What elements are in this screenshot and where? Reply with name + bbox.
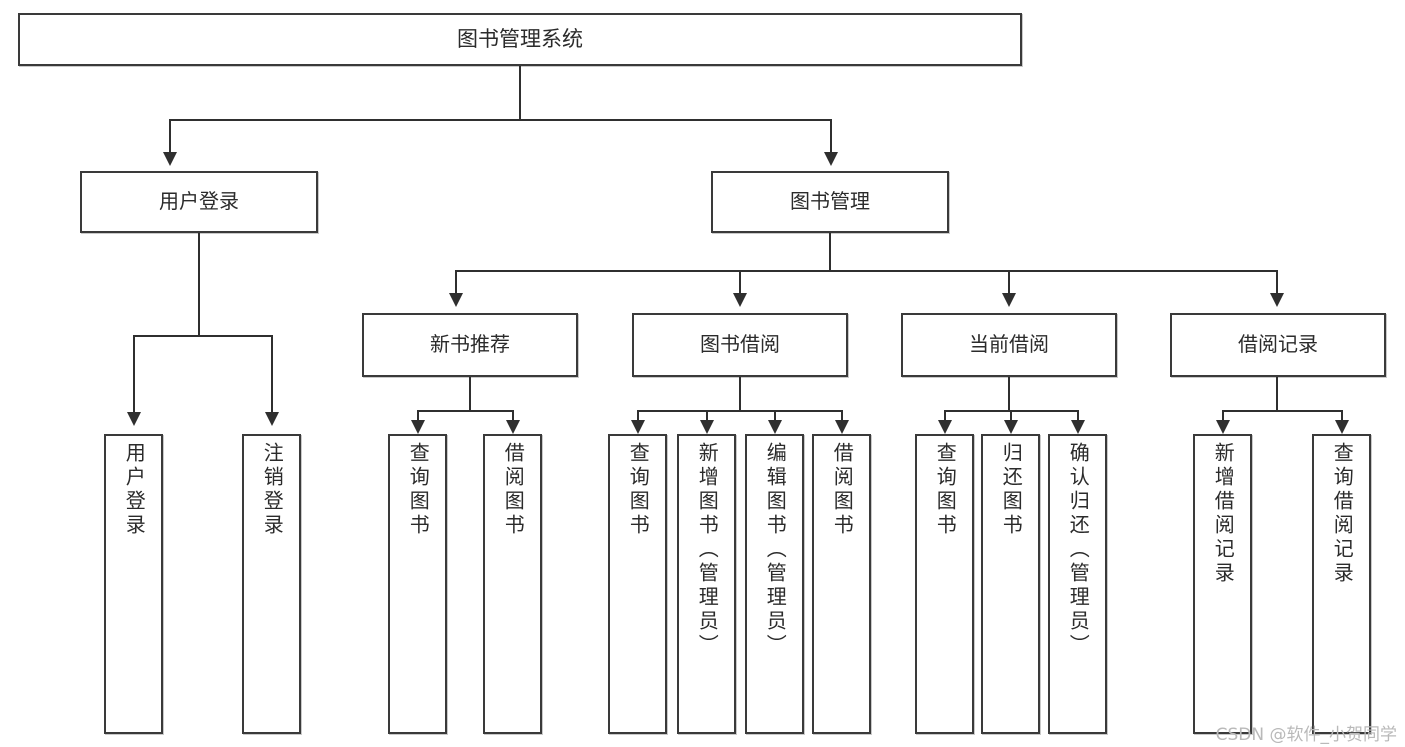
arrow-icon-br-leaf-1 <box>1335 420 1349 434</box>
node-label: 确认归还（管理员） <box>1066 442 1091 658</box>
arrow-icon-bb-leaf-1 <box>700 420 714 434</box>
node-label: 查询借阅记录 <box>1330 442 1355 586</box>
connector-book-management-bar <box>455 270 1276 272</box>
node-label: 归还图书 <box>999 442 1024 538</box>
connector-book-management-stem <box>829 233 831 271</box>
connector-root-to-book-management <box>830 119 832 153</box>
arrow-icon-lvl3-3 <box>1270 293 1284 307</box>
connector-cb-to-leaf-1 <box>1010 410 1012 422</box>
leaf-current-borrow-0[interactable]: 查询图书 <box>915 434 974 734</box>
node-label: 借阅记录 <box>1238 332 1318 357</box>
connector-bb-stem <box>739 377 741 411</box>
leaf-user-login-0[interactable]: 用户登录 <box>104 434 163 734</box>
leaf-new-book-recommend-0[interactable]: 查询图书 <box>388 434 447 734</box>
connector-br-bar <box>1222 410 1342 412</box>
node-label: 查询图书 <box>406 442 431 538</box>
node-label: 用户登录 <box>159 189 239 214</box>
connector-bm-to-lvl3-1 <box>739 270 741 294</box>
arrow-icon-cb-leaf-1 <box>1004 420 1018 434</box>
connector-root-bar <box>169 119 831 121</box>
connector-nbr-bar <box>417 410 513 412</box>
arrow-icon-br-leaf-0 <box>1216 420 1230 434</box>
node-borrow-record[interactable]: 借阅记录 <box>1170 313 1386 377</box>
node-label: 当前借阅 <box>969 332 1049 357</box>
connector-root-stem <box>519 66 521 120</box>
connector-bb-to-leaf-1 <box>706 410 708 422</box>
leaf-borrow-record-1[interactable]: 查询借阅记录 <box>1312 434 1371 734</box>
arrow-icon-user-login-leaf-1 <box>265 412 279 426</box>
leaf-new-book-recommend-1[interactable]: 借阅图书 <box>483 434 542 734</box>
node-label: 借阅图书 <box>501 442 526 538</box>
connector-bm-to-lvl3-0 <box>455 270 457 294</box>
node-user-login[interactable]: 用户登录 <box>80 171 318 233</box>
arrow-icon-user-login-leaf-0 <box>127 412 141 426</box>
connector-nbr-to-leaf-1 <box>512 410 514 422</box>
arrow-icon-bb-leaf-3 <box>835 420 849 434</box>
arrow-icon-nbr-leaf-1 <box>506 420 520 434</box>
leaf-book-borrow-0[interactable]: 查询图书 <box>608 434 667 734</box>
connector-bm-to-lvl3-2 <box>1008 270 1010 294</box>
arrow-icon-lvl3-0 <box>449 293 463 307</box>
connector-user-login-bar <box>133 335 272 337</box>
arrow-icon-bb-leaf-2 <box>768 420 782 434</box>
node-label: 查询图书 <box>933 442 958 538</box>
node-label: 借阅图书 <box>830 442 855 538</box>
connector-cb-to-leaf-2 <box>1077 410 1079 422</box>
arrow-icon-nbr-leaf-0 <box>411 420 425 434</box>
arrow-icon-root-to-book-management <box>824 152 838 166</box>
node-new-book-recommend[interactable]: 新书推荐 <box>362 313 578 377</box>
node-label: 新增图书（管理员） <box>695 442 720 658</box>
connector-br-stem <box>1276 377 1278 411</box>
connector-br-to-leaf-1 <box>1341 410 1343 422</box>
leaf-current-borrow-1[interactable]: 归还图书 <box>981 434 1040 734</box>
arrow-icon-bb-leaf-0 <box>631 420 645 434</box>
connector-bm-to-lvl3-3 <box>1276 270 1278 294</box>
connector-bb-to-leaf-2 <box>774 410 776 422</box>
connector-user-login-to-leaf-0 <box>133 335 135 413</box>
node-book-management[interactable]: 图书管理 <box>711 171 949 233</box>
connector-br-to-leaf-0 <box>1222 410 1224 422</box>
arrow-icon-lvl3-2 <box>1002 293 1016 307</box>
node-root-book-management-system[interactable]: 图书管理系统 <box>18 13 1022 66</box>
leaf-borrow-record-0[interactable]: 新增借阅记录 <box>1193 434 1252 734</box>
arrow-icon-cb-leaf-0 <box>938 420 952 434</box>
node-book-borrow[interactable]: 图书借阅 <box>632 313 848 377</box>
node-label: 新增借阅记录 <box>1211 442 1236 586</box>
connector-bb-to-leaf-3 <box>841 410 843 422</box>
node-label: 图书管理系统 <box>457 27 583 52</box>
leaf-user-login-1[interactable]: 注销登录 <box>242 434 301 734</box>
connector-user-login-stem <box>198 233 200 336</box>
arrow-icon-root-to-user-login <box>163 152 177 166</box>
node-label: 注销登录 <box>260 442 285 538</box>
connector-root-to-user-login <box>169 119 171 153</box>
node-label: 查询图书 <box>626 442 651 538</box>
arrow-icon-lvl3-1 <box>733 293 747 307</box>
node-label: 新书推荐 <box>430 332 510 357</box>
leaf-book-borrow-3[interactable]: 借阅图书 <box>812 434 871 734</box>
leaf-book-borrow-1[interactable]: 新增图书（管理员） <box>677 434 736 734</box>
connector-cb-stem <box>1008 377 1010 411</box>
connector-cb-to-leaf-0 <box>944 410 946 422</box>
node-label: 图书借阅 <box>700 332 780 357</box>
node-label: 图书管理 <box>790 189 870 214</box>
connector-bb-to-leaf-0 <box>637 410 639 422</box>
node-current-borrow[interactable]: 当前借阅 <box>901 313 1117 377</box>
node-label: 用户登录 <box>122 442 147 538</box>
connector-bb-bar <box>637 410 843 412</box>
leaf-book-borrow-2[interactable]: 编辑图书（管理员） <box>745 434 804 734</box>
node-label: 编辑图书（管理员） <box>763 442 788 658</box>
connector-user-login-to-leaf-1 <box>271 335 273 413</box>
connector-nbr-stem <box>469 377 471 411</box>
connector-nbr-to-leaf-0 <box>417 410 419 422</box>
leaf-current-borrow-2[interactable]: 确认归还（管理员） <box>1048 434 1107 734</box>
arrow-icon-cb-leaf-2 <box>1071 420 1085 434</box>
